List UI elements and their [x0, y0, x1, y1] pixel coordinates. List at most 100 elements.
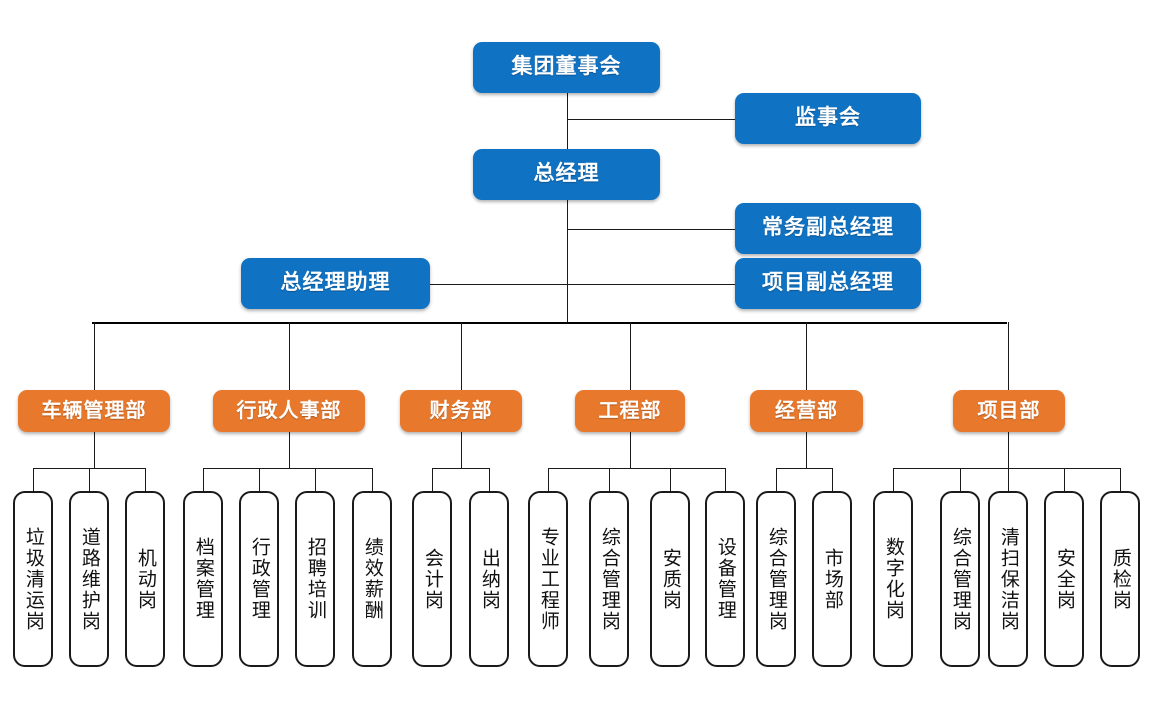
leaf-drop-line — [203, 468, 204, 491]
leaf-node-label: 行政管理 — [248, 537, 270, 621]
leaf-node[interactable]: 绩效薪酬 — [352, 491, 392, 667]
leaf-drop-line — [89, 468, 90, 491]
leaf-node[interactable]: 出纳岗 — [469, 491, 509, 667]
leaf-node-label: 综合管理岗 — [949, 526, 971, 632]
leaf-node-label: 机动岗 — [134, 547, 156, 611]
leaf-drop-line — [832, 468, 833, 491]
leaf-node[interactable]: 综合管理岗 — [589, 491, 629, 667]
department-child-bar-project — [893, 468, 1120, 469]
branch-line-exec-vp — [567, 228, 735, 230]
leaf-node-label: 会计岗 — [421, 547, 443, 611]
leaf-node-label: 综合管理岗 — [598, 526, 620, 632]
leaf-drop-line — [960, 468, 961, 491]
department-bus-line — [92, 322, 1007, 324]
leaf-node-label: 出纳岗 — [478, 547, 500, 611]
department-drop-line-finance — [461, 322, 462, 390]
leaf-node[interactable]: 设备管理 — [705, 491, 745, 667]
leaf-drop-line — [259, 468, 260, 491]
leaf-node[interactable]: 质检岗 — [1100, 491, 1140, 667]
department-node-vehicle-management-label: 车辆管理部 — [41, 399, 147, 422]
exec-node-gm-assistant[interactable]: 总经理助理 — [241, 258, 430, 309]
leaf-node-label: 设备管理 — [714, 537, 736, 621]
branch-line-project-vp — [567, 283, 735, 285]
leaf-drop-line — [489, 468, 490, 491]
leaf-node-label: 质检岗 — [1109, 547, 1131, 611]
leaf-node[interactable]: 机动岗 — [125, 491, 165, 667]
leaf-drop-line — [1064, 468, 1065, 491]
leaf-node[interactable]: 会计岗 — [412, 491, 452, 667]
exec-node-board[interactable]: 集团董事会 — [473, 42, 660, 93]
leaf-drop-line — [432, 468, 433, 491]
department-stem-admin-hr — [289, 432, 290, 468]
leaf-node[interactable]: 招聘培训 — [295, 491, 335, 667]
department-child-bar-admin-hr — [203, 468, 372, 469]
exec-node-supervisors[interactable]: 监事会 — [735, 93, 921, 144]
leaf-node-label: 市场部 — [821, 547, 843, 611]
leaf-node-label: 清扫保洁岗 — [997, 526, 1019, 632]
trunk-line-main — [567, 93, 568, 322]
department-drop-line-vehicle-management — [94, 322, 95, 390]
department-child-bar-finance — [432, 468, 489, 469]
leaf-node[interactable]: 数字化岗 — [873, 491, 913, 667]
leaf-node[interactable]: 安质岗 — [650, 491, 690, 667]
exec-node-gm[interactable]: 总经理 — [473, 149, 660, 200]
department-node-engineering-label: 工程部 — [598, 399, 662, 422]
leaf-drop-line — [776, 468, 777, 491]
department-stem-operations — [806, 432, 807, 468]
branch-line-gm-assistant — [430, 283, 567, 285]
leaf-drop-line — [1008, 468, 1009, 491]
leaf-drop-line — [548, 468, 549, 491]
exec-node-board-label: 集团董事会 — [511, 55, 622, 79]
leaf-node-label: 安质岗 — [659, 547, 681, 611]
leaf-node[interactable]: 垃圾清运岗 — [13, 491, 53, 667]
department-drop-line-operations — [806, 322, 807, 390]
leaf-node[interactable]: 行政管理 — [239, 491, 279, 667]
department-stem-vehicle-management — [94, 432, 95, 468]
exec-node-supervisors-label: 监事会 — [795, 106, 861, 130]
department-node-engineering[interactable]: 工程部 — [575, 390, 685, 432]
department-node-project-label: 项目部 — [977, 399, 1041, 422]
department-stem-engineering — [630, 432, 631, 468]
leaf-node-label: 专业工程师 — [537, 526, 559, 632]
leaf-node[interactable]: 市场部 — [812, 491, 852, 667]
leaf-node[interactable]: 专业工程师 — [528, 491, 568, 667]
leaf-drop-line — [145, 468, 146, 491]
leaf-node-label: 道路维护岗 — [78, 526, 100, 632]
leaf-drop-line — [609, 468, 610, 491]
department-drop-line-project — [1008, 322, 1009, 390]
leaf-node[interactable]: 道路维护岗 — [69, 491, 109, 667]
leaf-node[interactable]: 综合管理岗 — [756, 491, 796, 667]
leaf-node[interactable]: 清扫保洁岗 — [988, 491, 1028, 667]
leaf-drop-line — [33, 468, 34, 491]
leaf-node[interactable]: 安全岗 — [1044, 491, 1084, 667]
department-child-bar-engineering — [548, 468, 725, 469]
department-stem-project — [1008, 432, 1009, 468]
department-node-finance[interactable]: 财务部 — [400, 390, 522, 432]
department-stem-finance — [461, 432, 462, 468]
department-node-vehicle-management[interactable]: 车辆管理部 — [18, 390, 170, 432]
leaf-node-label: 绩效薪酬 — [361, 537, 383, 621]
leaf-node-label: 档案管理 — [192, 537, 214, 621]
leaf-drop-line — [315, 468, 316, 491]
leaf-drop-line — [1120, 468, 1121, 491]
department-node-admin-hr[interactable]: 行政人事部 — [213, 390, 365, 432]
department-node-finance-label: 财务部 — [429, 399, 493, 422]
exec-node-exec-vp[interactable]: 常务副总经理 — [735, 203, 921, 254]
exec-node-project-vp-label: 项目副总经理 — [762, 271, 894, 295]
department-node-project[interactable]: 项目部 — [953, 390, 1065, 432]
branch-line-supervisors — [567, 118, 735, 120]
leaf-node[interactable]: 档案管理 — [183, 491, 223, 667]
department-drop-line-admin-hr — [289, 322, 290, 390]
leaf-drop-line — [372, 468, 373, 491]
leaf-drop-line — [725, 468, 726, 491]
leaf-drop-line — [893, 468, 894, 491]
leaf-node[interactable]: 综合管理岗 — [940, 491, 980, 667]
department-node-operations[interactable]: 经营部 — [750, 390, 863, 432]
leaf-node-label: 招聘培训 — [304, 537, 326, 621]
exec-node-gm-label: 总经理 — [533, 162, 600, 186]
leaf-node-label: 综合管理岗 — [765, 526, 787, 632]
department-child-bar-operations — [776, 468, 832, 469]
exec-node-exec-vp-label: 常务副总经理 — [762, 216, 894, 240]
exec-node-project-vp[interactable]: 项目副总经理 — [735, 258, 921, 309]
